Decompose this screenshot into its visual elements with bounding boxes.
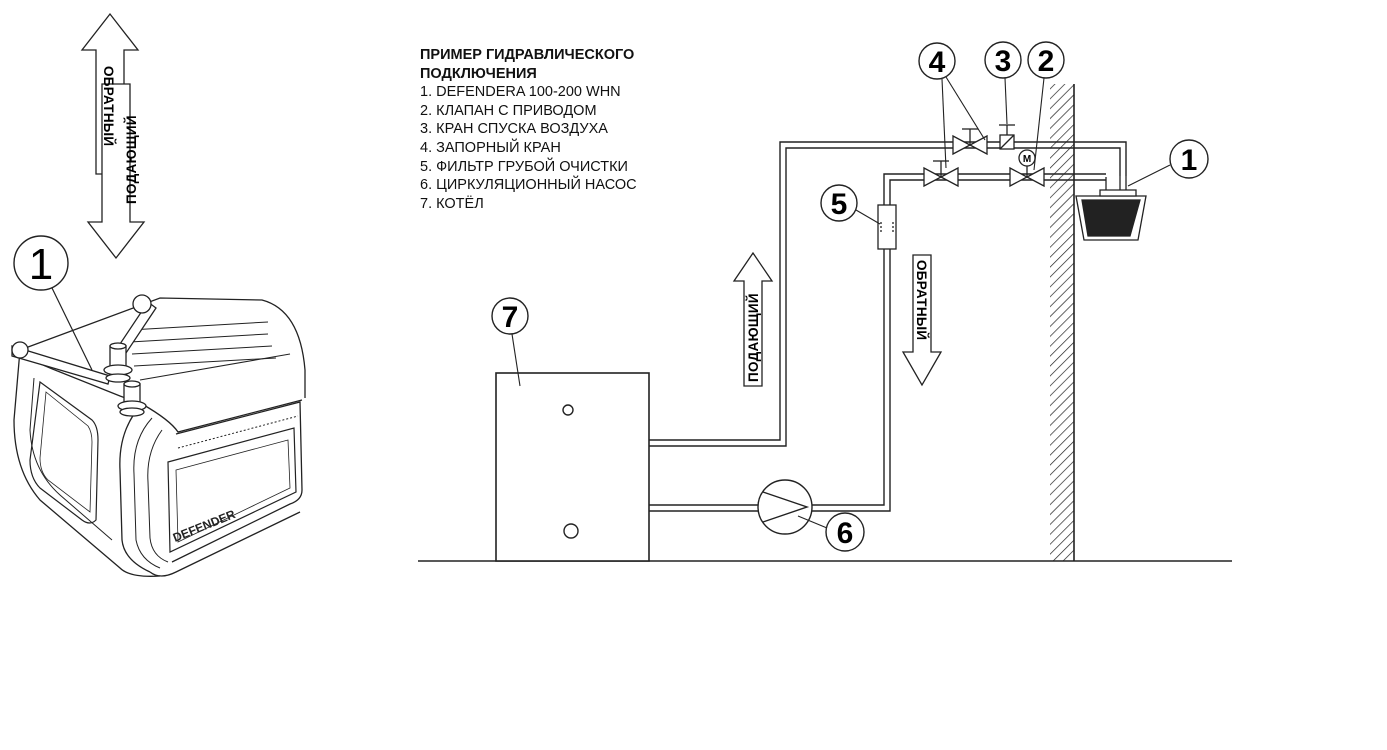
callout-boiler-leader (511, 333, 521, 387)
callout-motor-valve-number: 2 (1038, 45, 1055, 78)
boiler-port-bottom (563, 523, 579, 539)
callout-unit-left (13, 235, 69, 291)
legend-item-3: 3. КРАН СПУСКА ВОЗДУХА (420, 121, 608, 138)
supply-flow-label: ПОДАЮЩИЙ (746, 293, 761, 382)
callout-shutoff-valve-number: 4 (929, 46, 946, 79)
double-arrow (80, 12, 146, 260)
boiler-port-top (562, 404, 574, 416)
supply-pipe (649, 141, 1127, 447)
wall-hatch (1050, 84, 1074, 561)
callout-filter (820, 184, 858, 222)
callout-pump (825, 512, 865, 552)
callout-shutoff-leader-a (941, 78, 947, 169)
shutoff-valve-supply (952, 128, 988, 156)
legend: ПРИМЕР ГИДРАВЛИЧЕСКОГО ПОДКЛЮЧЕНИЯ 1. DE… (420, 46, 637, 213)
legend-item-1: 1. DEFENDERA 100-200 WHN (420, 84, 621, 101)
callout-pump-number: 6 (837, 517, 854, 550)
left-return-label: ОБРАТНЫЙ (101, 66, 116, 146)
callout-air-valve-leader (1004, 77, 1008, 125)
brand-logo: DEFENDER (171, 507, 238, 545)
callout-unit-right-number: 1 (1181, 144, 1198, 177)
wall-unit (1075, 176, 1147, 241)
return-flow-label: ОБРАТНЫЙ (914, 260, 929, 340)
legend-title-line1: ПРИМЕР ГИДРАВЛИЧЕСКОГО (420, 47, 635, 63)
pump-symbol (757, 479, 813, 535)
return-pipe (649, 173, 1106, 512)
legend-item-4: 4. ЗАПОРНЫЙ КРАН (420, 139, 561, 156)
legend-item-6: 6. ЦИРКУЛЯЦИОННЫЙ НАСОС (420, 177, 637, 194)
callout-air-valve-number: 3 (995, 45, 1012, 78)
callout-motor-valve-leader (1033, 77, 1045, 171)
legend-item-5: 5. ФИЛЬТР ГРУБОЙ ОЧИСТКИ (420, 158, 628, 175)
callout-pump-leader (797, 515, 828, 529)
supply-flow-arrow (732, 251, 774, 387)
callout-unit-right-leader (1127, 164, 1171, 187)
callout-motor-valve (1027, 41, 1065, 79)
left-supply-label: ПОДАЮЩИЙ (124, 115, 139, 204)
callout-filter-number: 5 (831, 188, 848, 221)
fittings-and-wrenches (11, 294, 157, 417)
callout-shutoff-valve (918, 42, 956, 80)
callout-unit-left-leader (51, 287, 93, 371)
heater-unit-drawing (13, 297, 306, 577)
callout-filter-leader (855, 209, 881, 225)
callout-air-valve (984, 41, 1022, 79)
callout-boiler (491, 297, 529, 335)
motor-valve-mark: M (1023, 154, 1031, 165)
shutoff-valve-return (923, 160, 959, 188)
air-release-valve (999, 124, 1015, 150)
return-flow-arrow (901, 254, 943, 387)
legend-item-2: 2. КЛАПАН С ПРИВОДОМ (420, 102, 597, 119)
callout-boiler-number: 7 (502, 301, 519, 334)
filter-symbol (877, 204, 897, 250)
callout-unit-right (1169, 139, 1209, 179)
callout-shutoff-leader-b (945, 76, 986, 141)
legend-title-line2: ПОДКЛЮЧЕНИЯ (420, 65, 537, 82)
legend-item-7: 7. КОТЁЛ (420, 195, 484, 212)
callout-unit-left-number: 1 (29, 240, 53, 289)
